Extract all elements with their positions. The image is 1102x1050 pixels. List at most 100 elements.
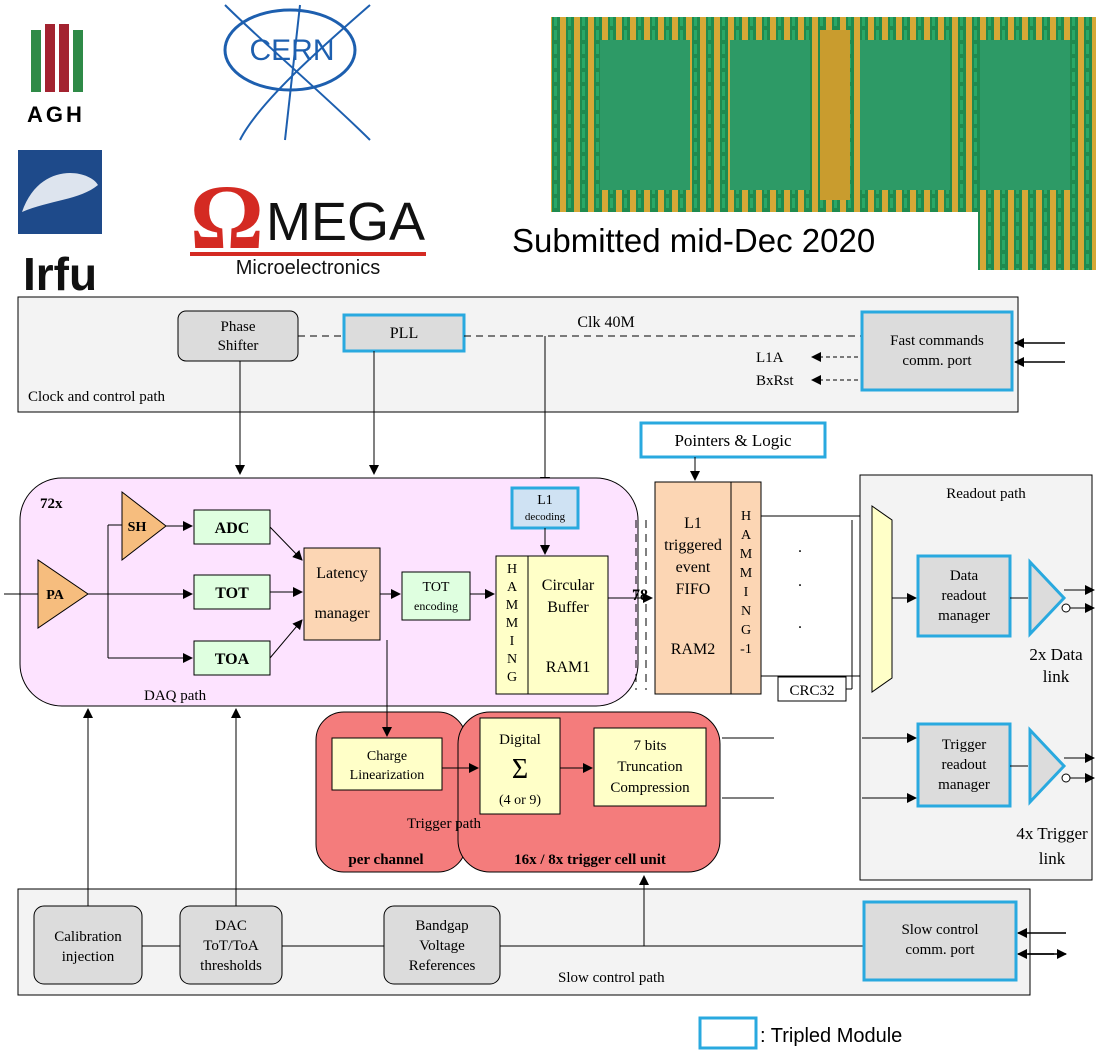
- hamming-letter: M: [506, 598, 519, 613]
- dots-icon: .: [798, 573, 802, 590]
- charge-lin-line2: Linearization: [350, 768, 425, 783]
- trunc-line1: 7 bits: [634, 738, 667, 754]
- circular-buffer-line2: Buffer: [547, 599, 589, 616]
- trigger-link-line1: 4x Trigger: [1016, 824, 1088, 843]
- hamming-inv-letter: M: [740, 547, 753, 562]
- irfu-logo: Irfu: [18, 150, 102, 300]
- bandgap-line2: Voltage: [419, 938, 465, 954]
- adc-label: ADC: [215, 520, 250, 537]
- l1a-label: L1A: [756, 350, 784, 366]
- crc32-label: CRC32: [789, 683, 834, 699]
- pll-label: PLL: [390, 325, 418, 342]
- dac-thresholds-block: [179, 905, 283, 985]
- trig-mgr-line2: readout: [942, 757, 988, 773]
- charge-lin-line1: Charge: [367, 749, 407, 764]
- data-link-driver: [1028, 558, 1067, 638]
- l1-decoding-line2: decoding: [525, 511, 566, 523]
- per-channel-panel: [315, 711, 467, 873]
- irfu-text: Irfu: [23, 248, 97, 300]
- hamming-inv-letter: -1: [740, 642, 752, 657]
- hamming-inv-letter: M: [740, 566, 753, 581]
- pa-label: PA: [46, 588, 65, 603]
- latency-line2: manager: [314, 605, 370, 622]
- bandgap-line3: References: [409, 958, 476, 974]
- dots-icon: .: [798, 539, 802, 556]
- bandgap-references-block: [383, 905, 501, 985]
- calib-line2: injection: [62, 949, 115, 965]
- dac-line3: thresholds: [200, 958, 262, 974]
- fast-commands-line2: comm. port: [902, 353, 972, 369]
- pll-block: [342, 313, 466, 353]
- agh-text: AGH: [27, 102, 85, 127]
- tot-encoding-block: [401, 571, 471, 621]
- bxrst-label: BxRst: [756, 373, 794, 389]
- clock-path-label: Clock and control path: [28, 389, 166, 405]
- sh-label: SH: [128, 520, 147, 535]
- readout-mux: [871, 505, 893, 693]
- data-mgr-line2: readout: [942, 588, 988, 604]
- hamming-block: [495, 555, 529, 695]
- tot-block: [193, 574, 271, 610]
- data-readout-manager-block: [916, 554, 1012, 638]
- toa-label: TOA: [215, 651, 250, 668]
- omega-logo: Ω MEGA Microelectronics: [190, 166, 426, 279]
- digital-sum-block: [479, 717, 561, 815]
- tot-encoding-line2: encoding: [414, 599, 458, 613]
- hamming-letter: H: [507, 562, 517, 577]
- hamming-inv-letter: I: [744, 585, 749, 600]
- trigger-readout-manager-block: [916, 722, 1012, 808]
- tot-encoding-line1: TOT: [423, 580, 450, 595]
- per-channel-label: per channel: [348, 852, 423, 868]
- cern-logo: CERN: [223, 4, 371, 141]
- calib-line1: Calibration: [54, 929, 122, 945]
- pointers-logic-label: Pointers & Logic: [674, 431, 792, 450]
- ram1-label: RAM1: [546, 659, 590, 676]
- hamming-letter: G: [507, 670, 517, 685]
- dac-line2: ToT/ToA: [203, 938, 259, 954]
- hamming-inv-letter: G: [741, 623, 751, 638]
- chip-layout-image: [551, 17, 1096, 270]
- legend-tripled-swatch: [698, 1016, 758, 1050]
- fifo-line1: L1: [684, 515, 702, 532]
- omega-symbol-icon: Ω: [190, 166, 264, 268]
- truncation-compression-block: [593, 727, 707, 807]
- hamming-letter: A: [507, 580, 518, 595]
- hamming-inv-letter: N: [741, 604, 751, 619]
- slow-cmd-line1: Slow control: [901, 922, 978, 938]
- circular-buffer-block: [527, 555, 609, 695]
- dac-line1: DAC: [215, 918, 247, 934]
- tot-label: TOT: [215, 585, 249, 602]
- sum-options: (4 or 9): [499, 793, 541, 808]
- sh-shaper: [121, 490, 167, 562]
- slow-control-port-block: [862, 900, 1018, 982]
- l1-decoding-line1: L1: [537, 493, 553, 508]
- data-mgr-line3: manager: [938, 608, 990, 624]
- trigger-link-line2: link: [1039, 849, 1066, 868]
- phase-shifter-line1: Phase: [221, 319, 256, 335]
- fifo-line3: event: [676, 559, 711, 576]
- hamming-inv-letter: A: [741, 528, 752, 543]
- hamming-inverse-block: [730, 481, 762, 695]
- latency-line1: Latency: [316, 565, 368, 582]
- readout-path-title: Readout path: [946, 486, 1026, 502]
- bandgap-line1: Bandgap: [415, 918, 468, 934]
- hamming-letter: I: [510, 634, 515, 649]
- trig-mgr-line1: Trigger: [942, 737, 986, 753]
- sigma-icon: Σ: [512, 754, 528, 785]
- daq-count: 72x: [40, 496, 63, 512]
- digital-label: Digital: [499, 732, 541, 748]
- slow-cmd-line2: comm. port: [905, 942, 975, 958]
- slow-path-label: Slow control path: [558, 970, 665, 986]
- trig-mgr-line3: manager: [938, 777, 990, 793]
- trigger-cell-unit-label: 16x / 8x trigger cell unit: [514, 852, 666, 868]
- data-mgr-line1: Data: [950, 568, 979, 584]
- hamming-letter: M: [506, 616, 519, 631]
- readout-path-panel: [859, 474, 1093, 881]
- latency-manager-block: [303, 547, 381, 641]
- toa-block: [193, 640, 271, 676]
- omega-subtext: Microelectronics: [236, 257, 380, 279]
- data-link-line2: link: [1043, 667, 1070, 686]
- data-link-line1: 2x Data: [1029, 645, 1083, 664]
- clk-label: Clk 40M: [577, 314, 634, 331]
